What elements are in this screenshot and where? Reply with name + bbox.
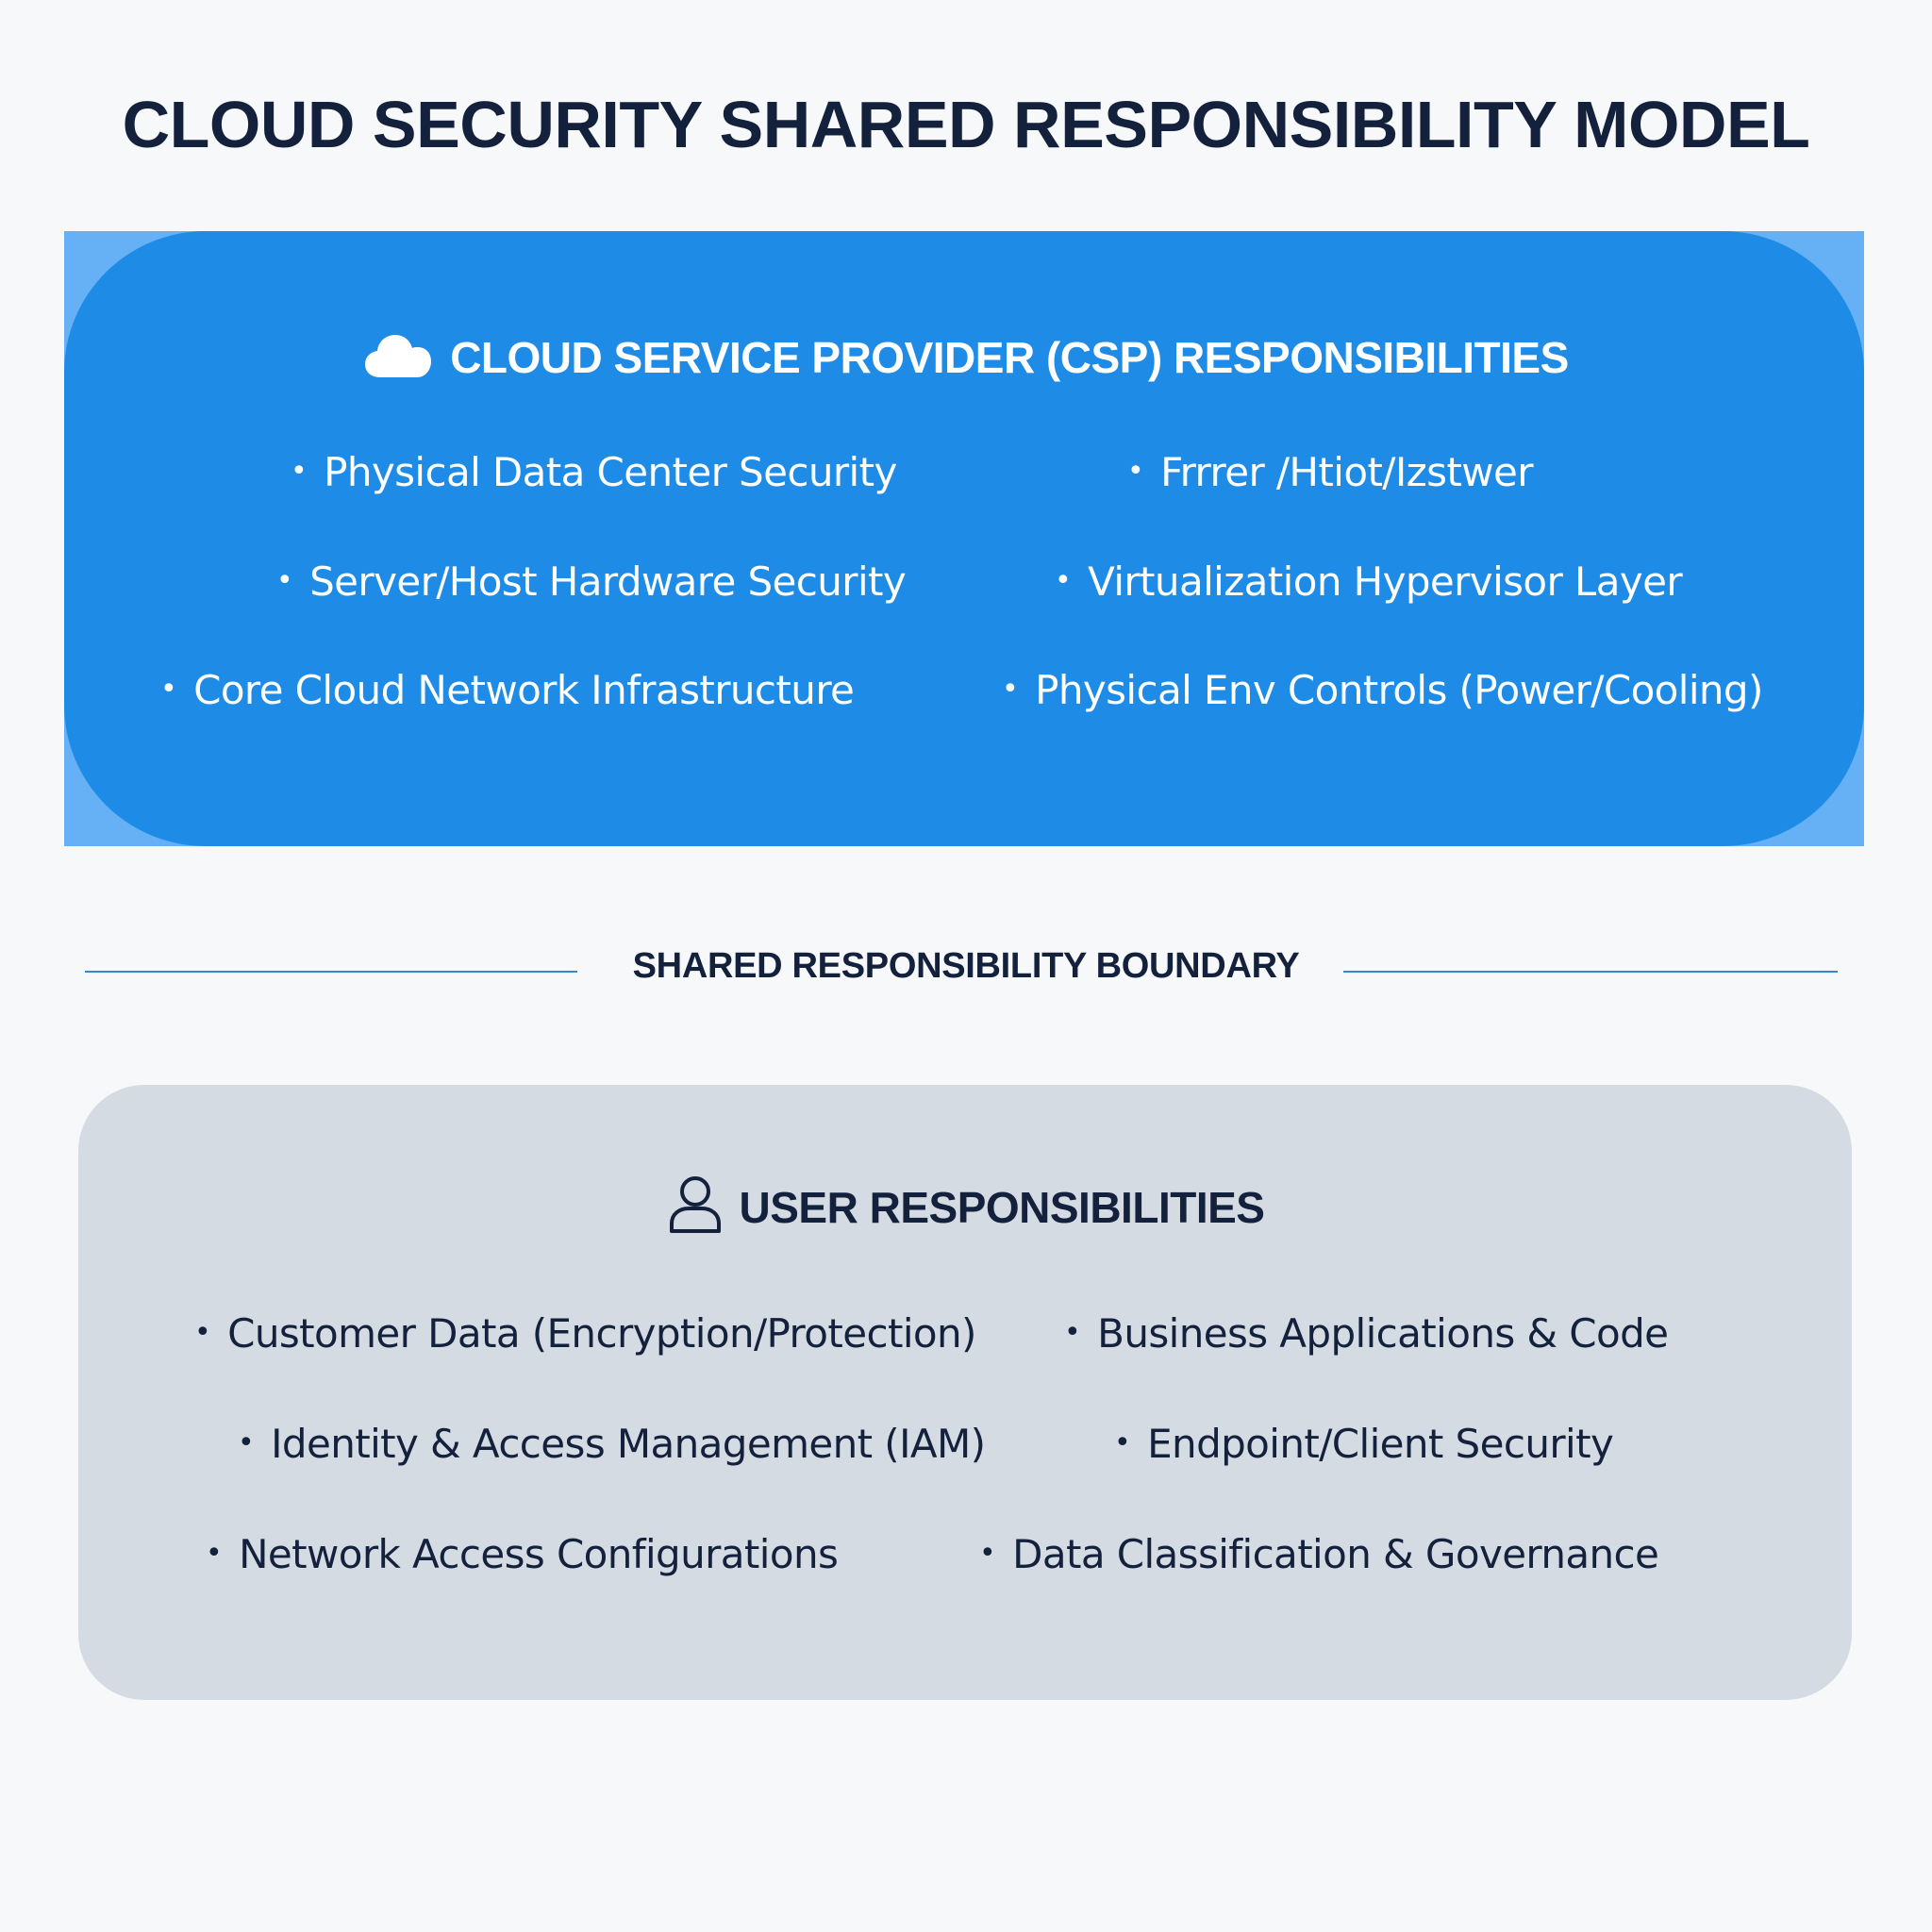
user-item: •Network Access Configurations bbox=[206, 1531, 839, 1577]
user-panel bbox=[78, 1085, 1852, 1700]
user-item: •Customer Data (Encryption/Protection) bbox=[194, 1310, 976, 1357]
csp-panel bbox=[64, 231, 1864, 846]
user-header-label: USER RESPONSIBILITIES bbox=[739, 1182, 1265, 1232]
boundary-line-right bbox=[1343, 971, 1838, 973]
user-item: •Business Applications & Code bbox=[1064, 1310, 1669, 1357]
page-title: CLOUD SECURITY SHARED RESPONSIBILITY MOD… bbox=[122, 88, 1810, 161]
user-item: •Identity & Access Management (IAM) bbox=[238, 1421, 986, 1467]
csp-item: •Physical Env Controls (Power/Cooling) bbox=[1002, 667, 1763, 713]
cloud-icon bbox=[363, 330, 433, 384]
csp-item: •Physical Data Center Security bbox=[291, 449, 897, 495]
boundary-line-left bbox=[85, 971, 577, 973]
csp-header-label: CLOUD SERVICE PROVIDER (CSP) RESPONSIBIL… bbox=[450, 332, 1569, 382]
user-item: •Data Classification & Governance bbox=[979, 1531, 1659, 1577]
csp-item: •Frrrer /Htiot/Izstwer bbox=[1127, 449, 1534, 495]
csp-item: •Server/Host Hardware Security bbox=[276, 558, 907, 605]
csp-panel-body bbox=[64, 231, 1864, 846]
user-item: •Endpoint/Client Security bbox=[1114, 1421, 1614, 1467]
csp-header: CLOUD SERVICE PROVIDER (CSP) RESPONSIBIL… bbox=[0, 330, 1932, 384]
csp-item: •Core Cloud Network Infrastructure bbox=[160, 667, 855, 713]
user-header: USER RESPONSIBILITIES bbox=[0, 1174, 1932, 1240]
boundary-label: SHARED RESPONSIBILITY BOUNDARY bbox=[632, 946, 1300, 986]
csp-item: •Virtualization Hypervisor Layer bbox=[1055, 558, 1683, 605]
user-icon bbox=[668, 1174, 723, 1240]
